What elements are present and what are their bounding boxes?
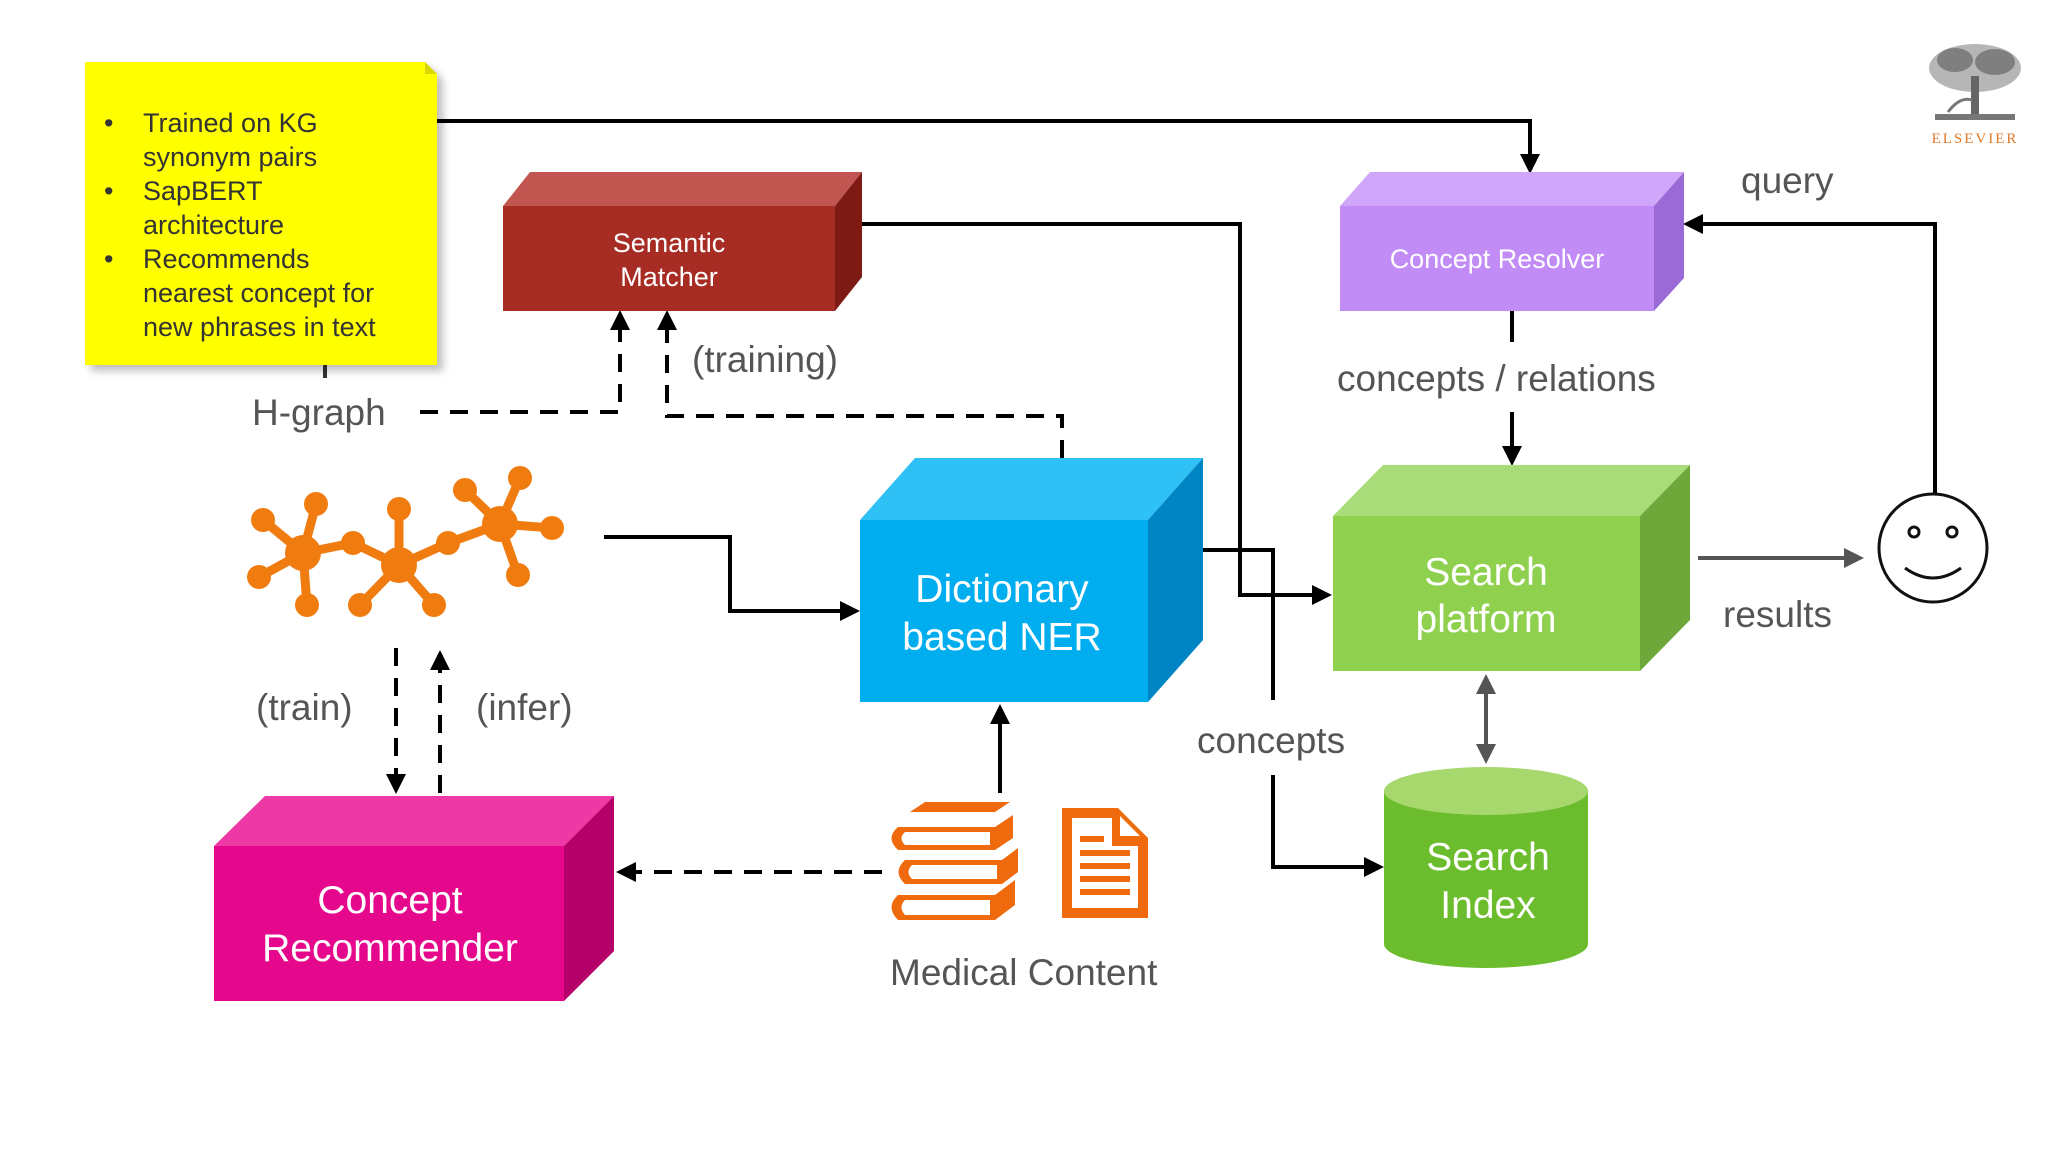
train-label: (train)	[256, 687, 353, 728]
search-index-label-2: Index	[1440, 884, 1536, 927]
elsevier-logo-text: ELSEVIER	[1932, 131, 2019, 147]
concept-recommender-label-2: Recommender	[262, 927, 518, 970]
semantic-matcher-box: Semantic Matcher	[503, 172, 862, 311]
dictionary-ner-box: Dictionary based NER	[860, 458, 1203, 702]
note-bullet-3-line-3: new phrases in text	[143, 312, 376, 342]
concept-resolver-box: Concept Resolver	[1340, 172, 1684, 311]
training-label: (training)	[692, 339, 838, 380]
concepts-label: concepts	[1197, 720, 1345, 761]
concept-recommender-label-1: Concept	[317, 879, 462, 922]
knowledge-graph-icon	[247, 466, 564, 617]
semantic-matcher-label-2: Matcher	[620, 262, 718, 292]
dictionary-ner-label-2: based NER	[902, 616, 1101, 659]
document-icon	[1062, 808, 1148, 918]
connectors	[323, 119, 1937, 882]
training-dashed-arrow	[657, 310, 1064, 458]
note-bullet-1-line-2: synonym pairs	[143, 142, 317, 172]
note-bullet-2-line-1: SapBERT	[143, 176, 263, 206]
matcher-to-search-platform-arrow	[862, 222, 1332, 605]
elsevier-tree-logo: ELSEVIER	[1929, 44, 2021, 147]
books-icon	[891, 802, 1018, 920]
note-bullet-3-line-2: nearest concept for	[143, 278, 374, 308]
search-index-cylinder: Search Index	[1384, 767, 1588, 968]
ner-concepts-line	[1202, 548, 1275, 700]
medical-content-label: Medical Content	[890, 952, 1158, 993]
note-bullet-3-line-1: Recommends	[143, 244, 310, 274]
note-bullet-1-line-1: Trained on KG	[143, 108, 318, 138]
smiley-user-icon	[1877, 492, 1989, 604]
concept-recommender-box: Concept Recommender	[214, 796, 614, 1001]
note-bullet-1: • Trained on KG synonym pairs	[104, 108, 318, 172]
search-platform-label-2: platform	[1416, 598, 1557, 641]
h-graph-label: H-graph	[252, 392, 386, 433]
concepts-relations-label: concepts / relations	[1337, 358, 1656, 399]
svg-text:•: •	[104, 176, 113, 206]
concept-resolver-label: Concept Resolver	[1390, 244, 1605, 274]
query-arrow	[1683, 214, 1937, 494]
query-label: query	[1741, 160, 1834, 201]
results-label: results	[1723, 594, 1832, 635]
note-box: • Trained on KG synonym pairs • SapBERT …	[85, 62, 437, 365]
note-to-concept-resolver-arrow	[437, 119, 1540, 174]
note-bullet-2: • SapBERT architecture	[104, 176, 284, 240]
search-platform-label-1: Search	[1424, 551, 1548, 594]
svg-text:•: •	[104, 244, 113, 274]
h-graph-dashed-arrow	[420, 310, 630, 414]
dictionary-ner-label-1: Dictionary	[915, 568, 1089, 611]
svg-text:•: •	[104, 108, 113, 138]
note-bullet-3: • Recommends nearest concept for new phr…	[104, 244, 376, 342]
semantic-matcher-label-1: Semantic	[613, 228, 726, 258]
search-index-label-1: Search	[1426, 836, 1550, 879]
concepts-to-search-index-arrow	[1271, 775, 1384, 877]
search-platform-box: Search platform	[1333, 465, 1690, 671]
infer-label: (infer)	[476, 687, 573, 728]
note-bullet-2-line-2: architecture	[143, 210, 284, 240]
graph-to-ner-arrow	[604, 535, 860, 621]
